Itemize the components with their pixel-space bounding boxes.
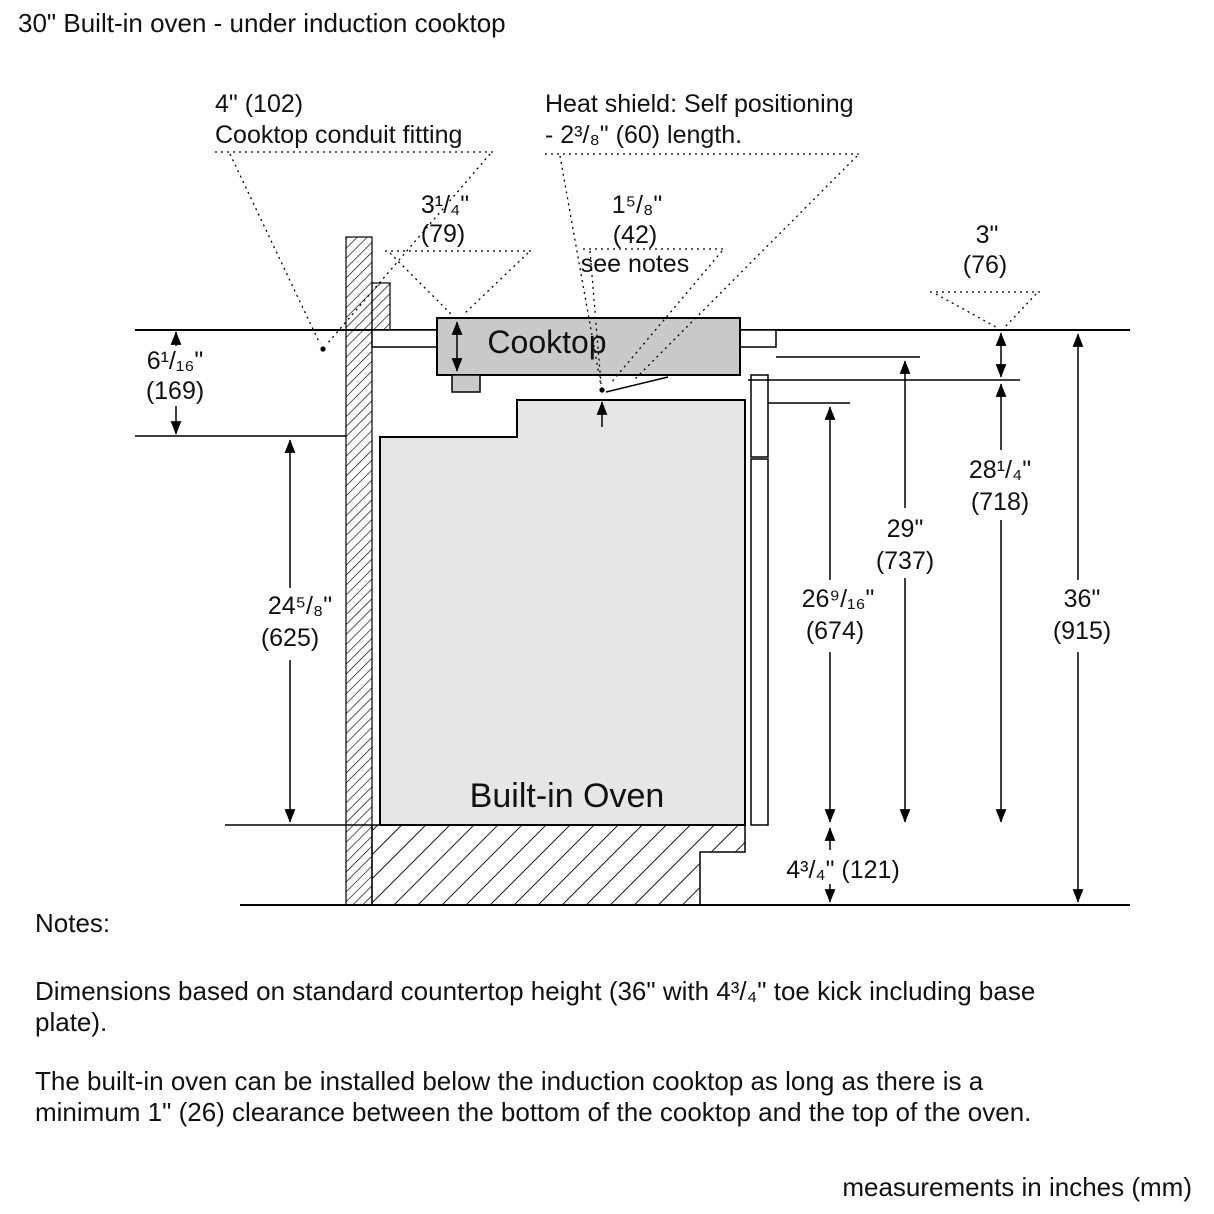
dim-heat-shield-gap-note: see notes	[581, 250, 689, 278]
dim-heat-shield-gap-in: 1⁵/₈"	[612, 191, 662, 219]
conduit-callout-line2: Cooktop conduit fitting	[215, 121, 462, 149]
dim-cooktop-height-mm: (79)	[421, 220, 465, 248]
dim-counter-to-oven-in: 6¹/₁₆"	[147, 347, 204, 375]
wall	[345, 236, 373, 906]
dim-28-mm: (718)	[971, 488, 1029, 516]
notes-paragraph-1: Dimensions based on standard countertop …	[35, 976, 1036, 1037]
dim-overhang-in: 3"	[976, 221, 999, 249]
heat-shield-callout-line1: Heat shield: Self positioning	[545, 90, 854, 118]
callout-conduit: 4" (102) Cooktop conduit fitting	[215, 90, 497, 352]
dim-26-in: 26⁹/₁₆"	[802, 585, 875, 613]
built-in-oven: Built-in Oven	[379, 399, 746, 826]
dim-26-mm: (674)	[806, 617, 864, 645]
conduit-fitting-box	[451, 374, 481, 393]
dim-counter-to-oven: 6¹/₁₆" (169)	[146, 331, 204, 435]
dim-29-mm: (737)	[876, 547, 934, 575]
counter-right	[739, 329, 777, 348]
cooktop: Cooktop	[436, 317, 741, 393]
oven-body	[379, 399, 746, 826]
oven-label: Built-in Oven	[470, 777, 665, 815]
dim-toe-kick-label: 4³/₄" (121)	[786, 856, 900, 884]
page-title: 30" Built-in oven - under induction cook…	[18, 8, 506, 38]
dim-heat-shield-gap-mm: (42)	[613, 221, 657, 249]
dim-cooktop-height-in: 3¹/₄"	[421, 191, 469, 219]
dim-29-in: 29"	[887, 515, 924, 543]
dim-28: 28¹/₄" (718)	[969, 383, 1031, 823]
heat-shield-point	[599, 387, 605, 393]
dim-total-height-in: 36"	[1064, 585, 1101, 613]
dim-26: 26⁹/₁₆" (674)	[802, 406, 875, 823]
conduit-point	[320, 346, 326, 352]
reference-lines	[135, 356, 1020, 826]
notes-heading: Notes:	[35, 908, 111, 938]
cooktop-body	[436, 317, 741, 376]
dim-oven-height-mm: (625)	[261, 624, 319, 652]
dim-toe-kick: 4³/₄" (121)	[786, 827, 900, 903]
dim-cooktop-height: 3¹/₄" (79)	[385, 191, 532, 372]
dim-heat-shield-gap: 1⁵/₈" (42) see notes	[581, 191, 725, 427]
dim-28-in: 28¹/₄"	[969, 456, 1031, 484]
conduit-callout-line1: 4" (102)	[215, 90, 303, 118]
dim-total-height: 36" (915)	[1053, 333, 1111, 903]
dim-counter-to-oven-mm: (169)	[146, 377, 204, 405]
units-footnote: measurements in inches (mm)	[842, 1172, 1192, 1202]
conduit-wall-piece	[371, 282, 391, 331]
dim-29: 29" (737)	[876, 360, 934, 823]
wall-hatch	[345, 236, 373, 906]
callout-heat-shield: Heat shield: Self positioning - 2³/₈" (6…	[545, 90, 860, 387]
heat-shield	[599, 376, 669, 393]
heat-shield-callout-line2: - 2³/₈" (60) length.	[545, 121, 742, 149]
dim-oven-height: 24⁵/₈" (625)	[261, 439, 332, 823]
cooktop-label: Cooktop	[487, 324, 606, 360]
dim-overhang: 3" (76)	[930, 221, 1040, 378]
side-trim	[750, 374, 769, 826]
notes-paragraph-2: The built-in oven can be installed below…	[35, 1066, 1032, 1127]
dim-overhang-mm: (76)	[963, 251, 1007, 279]
toe-kick-hatch	[371, 824, 746, 906]
counter-left	[371, 329, 438, 348]
toe-kick	[371, 824, 746, 906]
dim-oven-height-in: 24⁵/₈"	[268, 592, 332, 620]
dim-total-height-mm: (915)	[1053, 617, 1111, 645]
